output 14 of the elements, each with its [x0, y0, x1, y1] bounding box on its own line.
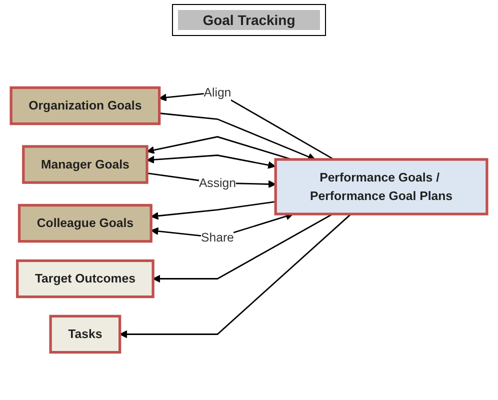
node-box: Manager Goals	[22, 145, 148, 184]
edge-label: Assign	[198, 176, 236, 190]
node-box: Target Outcomes	[16, 260, 154, 298]
title: Goal Tracking	[172, 4, 326, 36]
node-box: Organization Goals	[10, 86, 161, 126]
node-box: Performance Goals / Performance Goal Plans	[274, 158, 488, 216]
arrow	[150, 201, 276, 220]
edge-label: Share	[201, 230, 234, 245]
node-box: Tasks	[49, 315, 122, 354]
arrow	[159, 112, 316, 161]
node-box: Colleague Goals	[18, 204, 152, 243]
arrow	[146, 154, 276, 170]
edge-label: Align	[204, 85, 232, 100]
arrow	[152, 214, 334, 283]
